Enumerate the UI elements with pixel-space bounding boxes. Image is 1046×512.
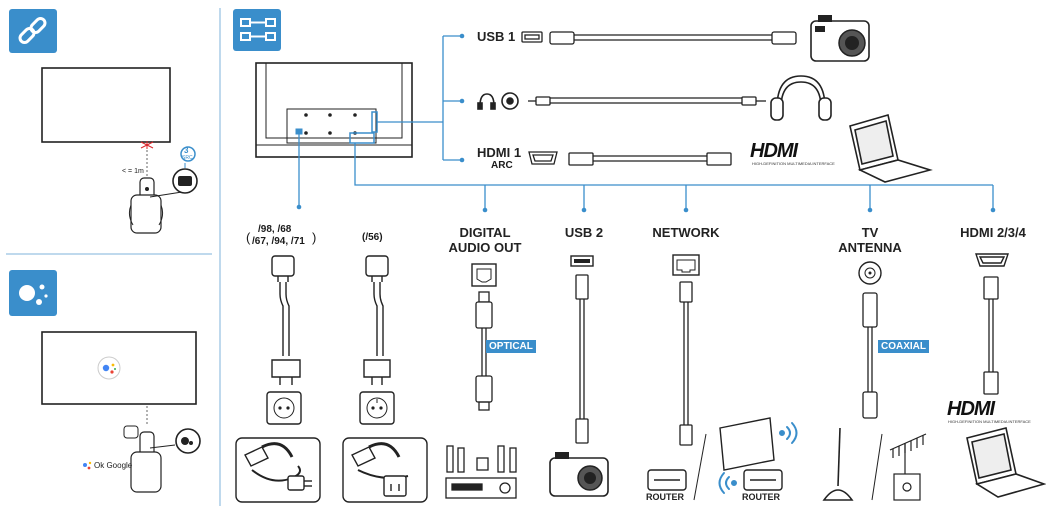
tv-screen-2 [41,331,197,405]
indoor-antenna-icon [822,427,854,501]
hdmi-tagline-top: HIGH-DEFINITION MULTIMEDIA INTERFACE [752,161,835,166]
headphones-icon [770,75,832,121]
power-models-a-line1: /98, /68 [258,224,292,235]
headphone-jack-icon [477,92,519,110]
assistant-on-screen-icon [97,356,121,380]
power-cord-b [363,255,391,385]
hdmi1-cable [528,151,732,166]
network-label: NETWORK [652,225,720,240]
rooftop-antenna-icon [889,433,927,501]
usb2-cable [575,274,589,444]
wall-socket-a [266,391,302,425]
router-label-wireless: ROUTER [742,492,780,502]
laptop-icon-bottom [966,427,1046,498]
source-button-callout [172,146,198,194]
usb2-label: USB 2 [564,225,604,240]
router-label-wired: ROUTER [646,492,684,502]
separator [693,433,707,501]
remote-illustration-1 [128,150,183,234]
hdmi-tagline-bottom: HIGH-DEFINITION MULTIMEDIA INTERFACE [948,419,1031,424]
tv-antenna-line2: ANTENNA [838,240,902,255]
power-illustration-b [342,437,428,503]
optical-badge: OPTICAL [486,340,536,353]
router-wireless-icon [743,469,783,491]
usb1-label: USB 1 [477,29,516,44]
remote-button-number: 3 [184,146,189,155]
power-cord-a [271,255,301,385]
hdmi1-arc-label: ARC [491,160,513,171]
wireless-display-icon [719,417,775,471]
digital-audio-line2: AUDIO OUT [448,240,522,255]
hdmi1-label: HDMI 1 [477,145,522,160]
tv-antenna-line1: TV [861,225,879,240]
ok-google-label: Ok Google [94,461,133,470]
connector-dots [296,33,996,213]
digital-audio-out-label: DIGITAL AUDIO OUT [445,225,525,255]
coax-port-icon [858,261,882,285]
power-paren-close: ) [312,230,317,245]
coaxial-badge: COAXIAL [878,340,929,353]
hdmi234-cable [983,276,999,395]
power-illustration-a [235,437,321,503]
distance-label: < = 1m [122,168,144,175]
camera-icon-bottom [549,452,609,497]
wall-socket-b [359,391,395,425]
wifi-signal-icon [718,422,798,494]
hdmi-port-icon [975,253,1009,267]
optical-port-icon [471,263,497,287]
power-models-a-line2: /67, /94, /71 [252,236,305,247]
laptop-icon-top [849,113,933,183]
coax-cable [862,292,878,419]
google-dots-icon [83,461,92,470]
remote-illustration-2 [123,406,201,493]
tv-antenna-label: TV ANTENNA [830,225,910,255]
google-assistant-icon [9,270,57,316]
power-paren-open: ( [246,230,251,245]
hdmi234-label: HDMI 2/3/4 [960,225,1026,240]
tv-screen-1 [41,67,171,143]
tv-rear-view [255,62,413,158]
optical-cable [475,291,493,411]
remote-button-sub: SRC [182,155,193,161]
hdmi-logo-top: HDMI [750,140,798,162]
home-theater-icon [445,445,517,499]
digital-audio-line1: DIGITAL [459,225,511,240]
separator [871,433,883,501]
camera-icon [810,15,870,62]
audio-cable [528,96,766,106]
ethernet-port-icon [672,254,700,276]
usb2-port-icon [570,255,594,267]
hdmi-logo-bottom: HDMI [947,398,995,420]
cable-connections-icon [233,9,281,51]
usb1-cable [521,31,797,45]
connector-lines [298,35,994,210]
link-icon [9,9,57,53]
ethernet-cable [679,281,693,446]
ir-receiver-icon [140,141,154,149]
power-models-b: (/56) [362,232,383,243]
router-wired-icon [647,469,687,491]
